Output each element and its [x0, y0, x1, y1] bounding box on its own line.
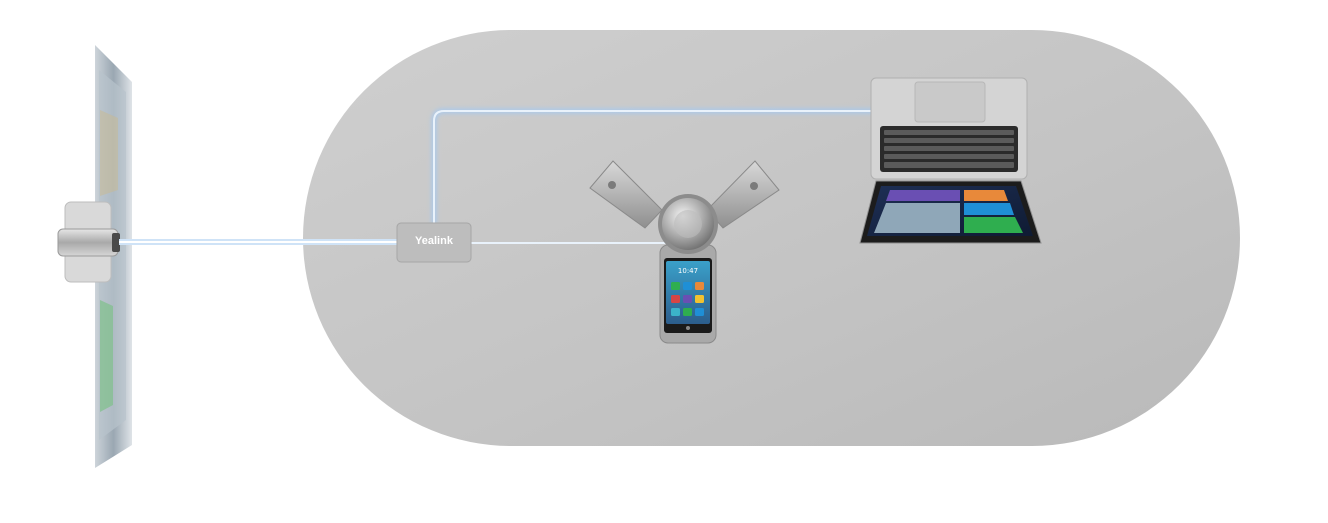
- conference-phone: 10:47: [589, 160, 780, 344]
- wall-camera: [57, 201, 120, 283]
- laptop: [859, 77, 1042, 244]
- wall-display: [95, 45, 132, 468]
- laptop-cable: [431, 108, 876, 224]
- hub-brand-label: Yealink: [415, 235, 454, 247]
- phone-screen-time: 10:47: [678, 267, 698, 275]
- yealink-hub: Yealink: [396, 222, 472, 263]
